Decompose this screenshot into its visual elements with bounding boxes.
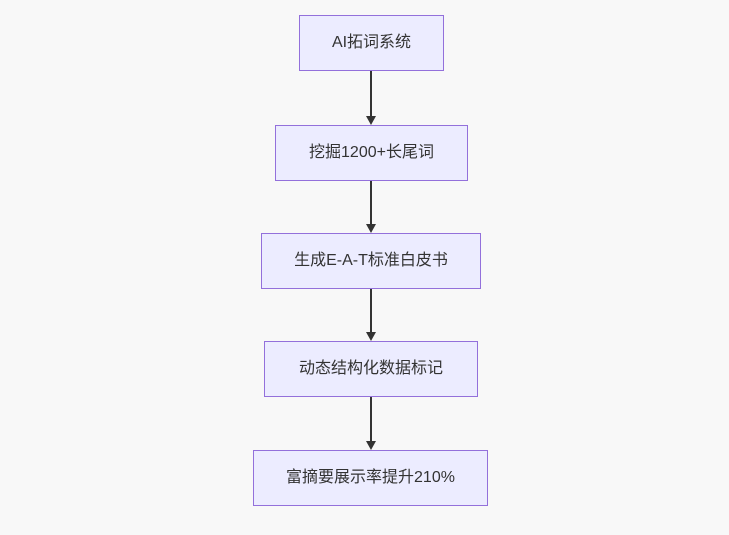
flow-node-structured-data: 动态结构化数据标记	[264, 341, 478, 397]
arrowhead-down-icon	[366, 116, 376, 125]
edge-line	[370, 71, 372, 118]
flow-edge-d-e	[366, 397, 376, 450]
arrowhead-down-icon	[366, 441, 376, 450]
flow-edge-a-b	[366, 71, 376, 125]
flow-edge-b-c	[366, 181, 376, 233]
flow-node-label: 挖掘1200+长尾词	[309, 144, 434, 162]
flow-node-eat-whitepaper: 生成E-A-T标准白皮书	[261, 233, 481, 289]
flow-node-label: 富摘要展示率提升210%	[286, 469, 455, 487]
flow-edge-c-d	[366, 289, 376, 341]
arrowhead-down-icon	[366, 332, 376, 341]
edge-line	[370, 397, 372, 443]
flow-node-label: 动态结构化数据标记	[298, 360, 443, 378]
flow-node-label: AI拓词系统	[331, 34, 412, 52]
flow-node-ai-keyword-system: AI拓词系统	[299, 15, 444, 71]
arrowhead-down-icon	[366, 224, 376, 233]
edge-line	[370, 289, 372, 334]
flow-node-longtail-mining: 挖掘1200+长尾词	[275, 125, 468, 181]
flow-node-label: 生成E-A-T标准白皮书	[294, 252, 448, 270]
edge-line	[370, 181, 372, 226]
flow-node-rich-snippet-result: 富摘要展示率提升210%	[253, 450, 488, 506]
